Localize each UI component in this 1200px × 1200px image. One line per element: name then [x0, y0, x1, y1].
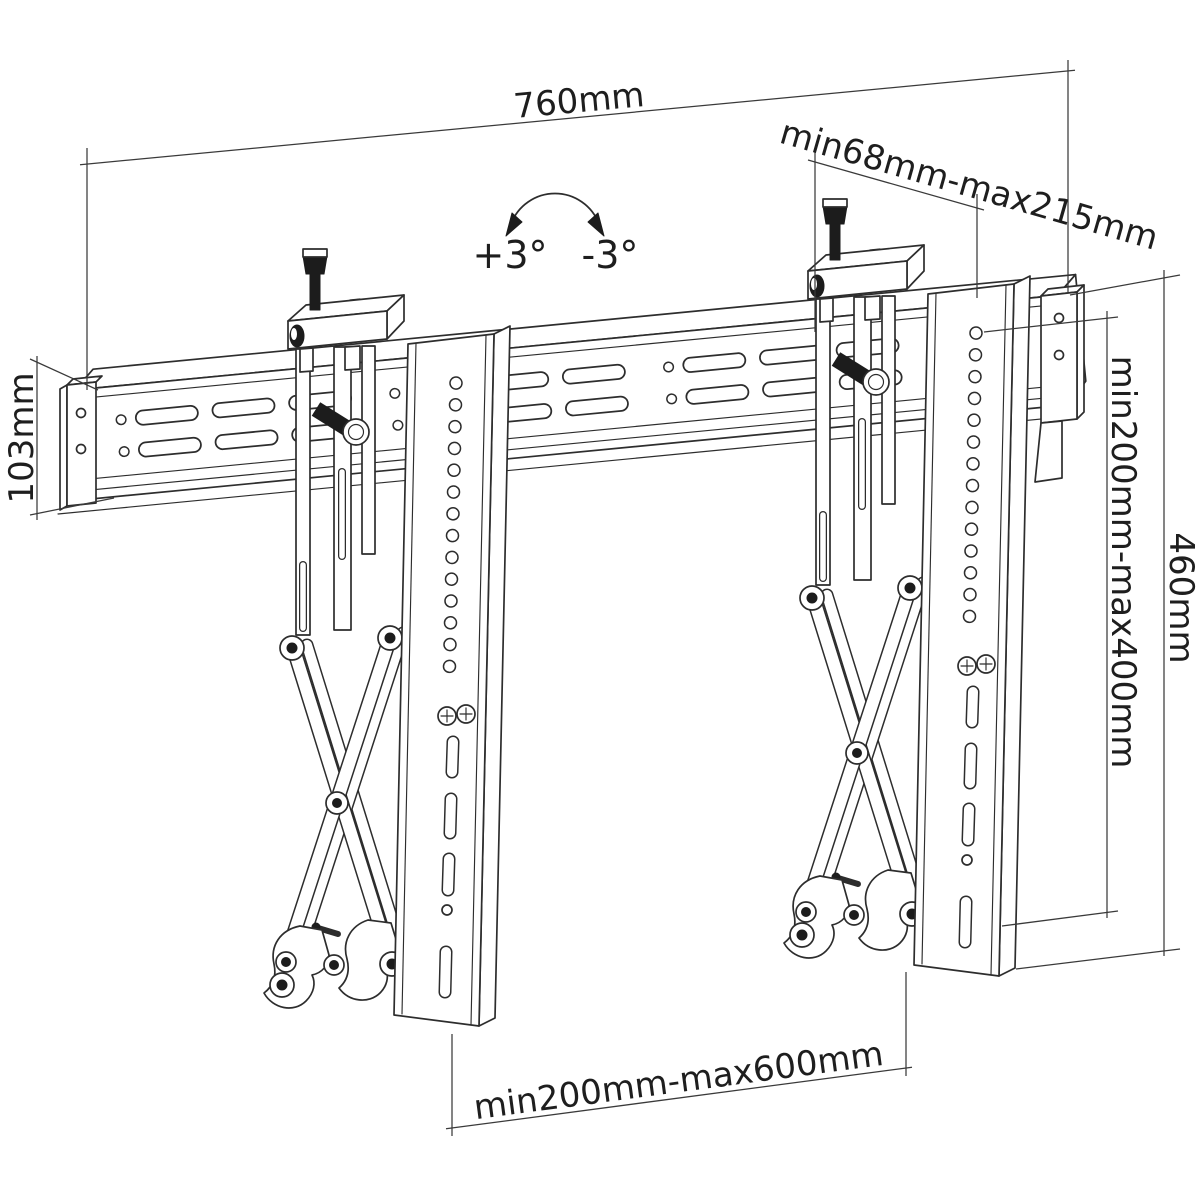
vesa-horizontal-label: min200mm-max600mm — [471, 1034, 885, 1128]
dimension-vesa-vertical: min200mm-max400mm — [983, 311, 1143, 927]
total-height-label: 460mm — [1161, 532, 1200, 663]
tilt-arrow-left — [505, 212, 523, 237]
rail-end-cap-left — [59, 375, 103, 511]
dimension-rail-height: 103mm — [2, 356, 115, 520]
rail-width-label: 760mm — [512, 75, 646, 127]
tilt-positive-label: +3° — [472, 233, 547, 277]
rail-height-label: 103mm — [2, 372, 42, 503]
tilt-negative-label: -3° — [582, 233, 639, 277]
tilt-indicator: +3° -3° — [472, 192, 639, 277]
dimension-vesa-horizontal: min200mm-max600mm — [445, 972, 913, 1136]
tilt-arrow-right — [587, 212, 605, 237]
vesa-vertical-label: min200mm-max400mm — [1103, 356, 1143, 769]
dimension-total-height: 460mm — [1015, 270, 1200, 970]
rail-end-cap-right — [1034, 284, 1085, 483]
